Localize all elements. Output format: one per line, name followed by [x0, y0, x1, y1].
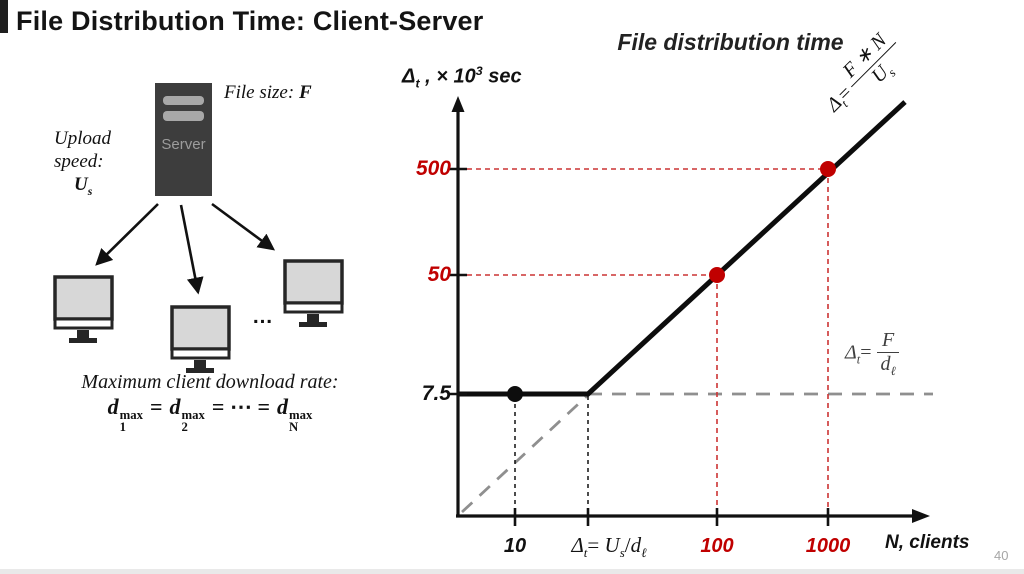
upload-speed-label: Upload speed: Us: [54, 127, 111, 200]
y-axis-title-mid: , × 10: [419, 65, 476, 88]
formula-threshold-eq: =: [587, 533, 605, 557]
formula-threshold-d: d: [630, 533, 642, 557]
upload-symbol-base: U: [74, 174, 88, 196]
server-to-client-arrow-right: [211, 202, 276, 251]
file-size-label: File size: F: [224, 82, 312, 104]
formula-threshold-slash: /: [624, 533, 631, 557]
chart-title: File distribution time: [617, 29, 844, 55]
formula-threshold: Δt= Us/dℓ: [548, 533, 670, 561]
file-size-symbol: F: [298, 82, 312, 103]
x-axis-title: N, clients: [885, 532, 970, 553]
x-tick-label-10: 10: [503, 535, 527, 557]
formula-flat-eq: =: [860, 341, 872, 364]
upload-symbol-sub: s: [87, 185, 93, 199]
x-tick-label-1000: 1000: [805, 535, 851, 557]
formula-flat-delta: Δ: [845, 341, 857, 364]
x-axis-arrowhead: [912, 509, 930, 523]
download-rate-caption: Maximum client download rate:: [81, 371, 339, 393]
y-axis-title-delta: Δ: [402, 65, 416, 88]
y-axis-arrowhead: [451, 96, 465, 112]
server-to-client-arrow-left: [95, 203, 159, 266]
client-monitor-icon-left: [53, 275, 114, 343]
page-number: 40: [994, 548, 1009, 563]
distribution-time-curve: [458, 100, 907, 397]
server-icon: [155, 83, 212, 196]
slide-bottom-edge: [0, 569, 1024, 574]
y-axis-title: Δt , × 103 sec: [402, 64, 522, 91]
page-title: File Distribution Time: Client-Server: [16, 6, 484, 36]
data-point-100: [709, 267, 725, 283]
x-tick-label-100: 100: [700, 535, 734, 557]
formula-threshold-u: U: [604, 533, 620, 557]
y-tick-label-50: 50: [427, 263, 451, 286]
corner-mark: [0, 0, 8, 33]
upload-speed-line2: speed:: [54, 151, 104, 173]
y-tick-label-7-5: 7.5: [421, 382, 451, 405]
server-to-client-arrow-middle: [179, 204, 204, 295]
data-point-1000: [820, 161, 836, 177]
data-point-10: [507, 386, 523, 402]
formula-threshold-u-sub: s: [619, 545, 625, 561]
y-axis-title-exp: 3: [475, 64, 483, 78]
gray-dashed-diagonal-guide: [461, 393, 589, 514]
upload-speed-symbol: Us: [54, 173, 111, 199]
formula-flat-sub: t: [856, 352, 861, 367]
formula-threshold-sub: t: [583, 545, 588, 561]
rate-eq-sign-1: =: [150, 394, 163, 419]
upload-speed-line1: Upload: [54, 128, 111, 149]
client-monitor-icon-right: [283, 259, 344, 327]
y-axis-title-unit: sec: [482, 65, 522, 88]
y-tick-label-500: 500: [415, 157, 451, 180]
file-size-text: File size:: [224, 82, 295, 103]
rate-eq-sign-2: = ⋯ =: [211, 394, 270, 419]
server-label: Server: [161, 136, 206, 153]
formula-threshold-d-sub: ℓ: [641, 545, 647, 561]
y-axis-title-sub: t: [415, 76, 420, 91]
client-monitor-icon-middle: [170, 305, 231, 373]
formula-threshold-delta: Δ: [571, 533, 584, 557]
clients-ellipsis: …: [252, 305, 274, 328]
